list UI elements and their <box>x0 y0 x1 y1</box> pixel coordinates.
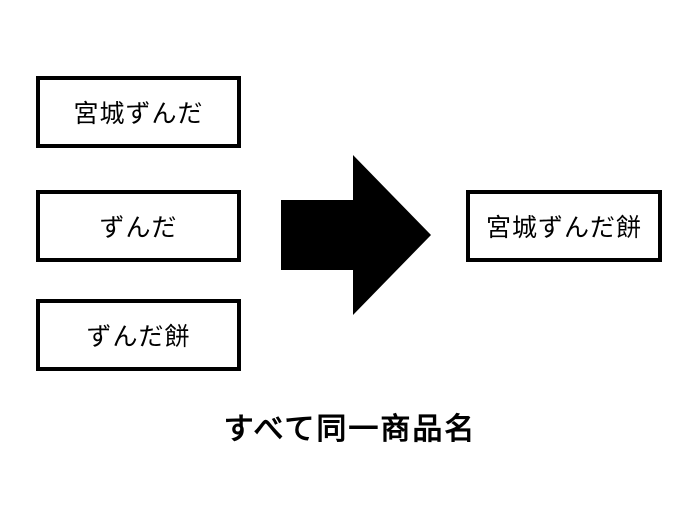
output-box-label: 宮城ずんだ餅 <box>485 213 642 242</box>
input-box-3-label: ずんだ餅 <box>86 322 191 351</box>
input-box-1-label: 宮城ずんだ <box>73 99 204 128</box>
diagram-caption: すべて同一商品名 <box>223 412 477 447</box>
input-box-2-label: ずんだ <box>99 213 178 242</box>
right-arrow-icon <box>281 155 431 315</box>
output-box: 宮城ずんだ餅 <box>466 190 662 262</box>
input-box-3: ずんだ餅 <box>36 299 241 371</box>
input-box-2: ずんだ <box>36 190 241 262</box>
input-box-1: 宮城ずんだ <box>36 76 241 148</box>
